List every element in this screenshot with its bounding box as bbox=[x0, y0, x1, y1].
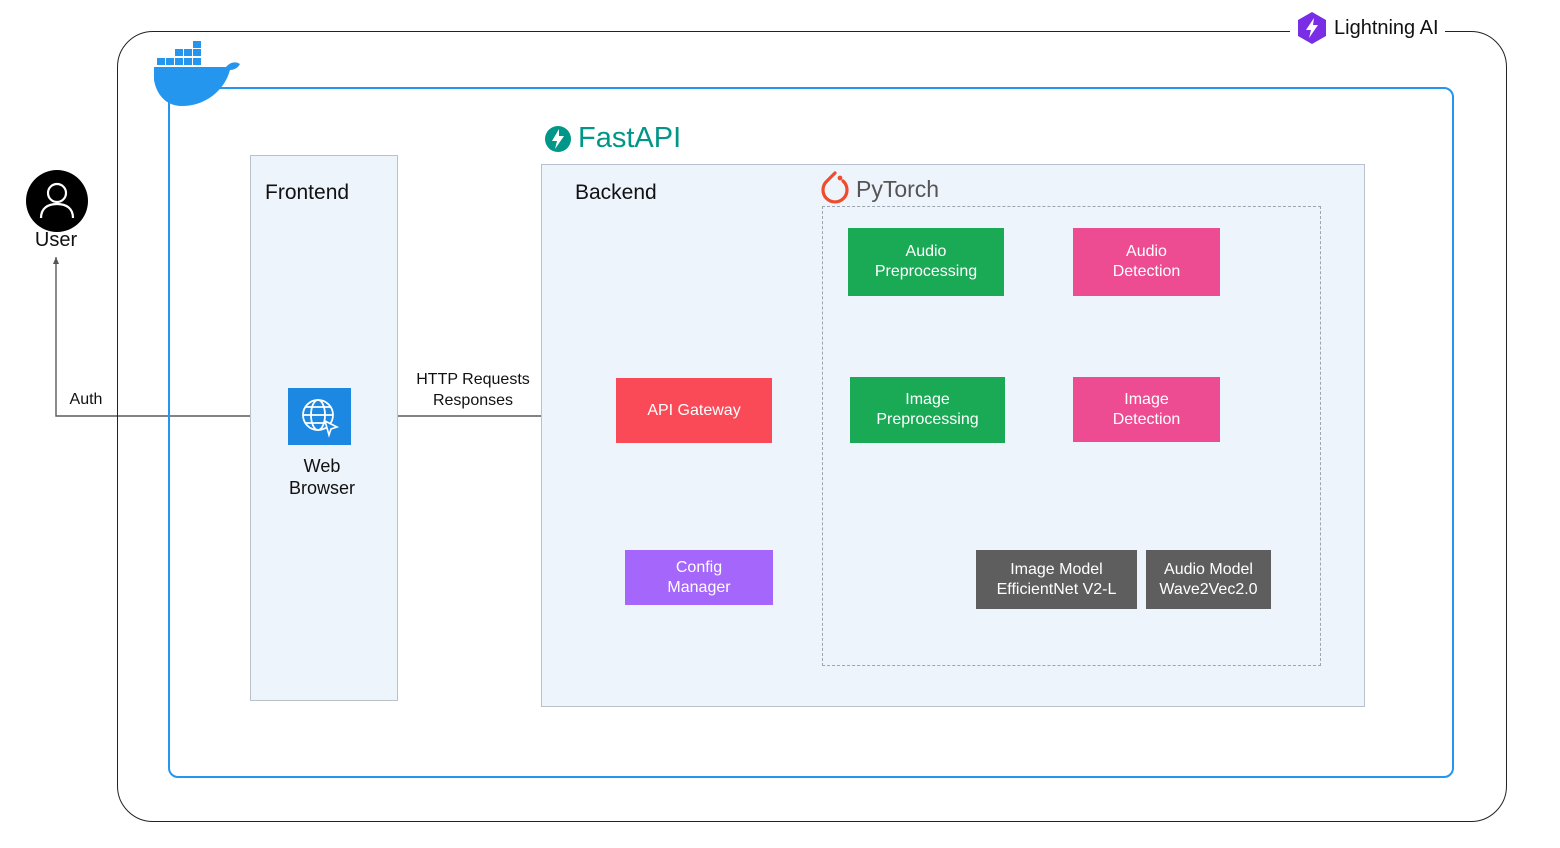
user-label: User bbox=[34, 229, 78, 251]
config-manager-node[interactable]: Config Manager bbox=[625, 550, 773, 605]
backend-title: Backend bbox=[575, 181, 657, 204]
lightning-ai-frame bbox=[117, 31, 1507, 822]
fastapi-logo-icon bbox=[545, 125, 571, 152]
pytorch-label: PyTorch bbox=[856, 175, 940, 202]
image-preprocessing-node[interactable]: Image Preprocessing bbox=[850, 377, 1005, 443]
pytorch-brand: PyTorch bbox=[818, 170, 939, 208]
fastapi-brand: FastAPI bbox=[544, 122, 681, 155]
auth-edge-label: Auth bbox=[69, 391, 103, 408]
fastapi-label: FastAPI bbox=[578, 122, 682, 154]
lightning-logo-icon bbox=[1298, 12, 1326, 44]
audio-preprocessing-node[interactable]: Audio Preprocessing bbox=[848, 228, 1004, 296]
audio-detection-node[interactable]: Audio Detection bbox=[1073, 228, 1220, 296]
image-detection-node[interactable]: Image Detection bbox=[1073, 377, 1220, 442]
auth-connector bbox=[53, 257, 294, 419]
audio-model-node[interactable]: Audio Model Wave2Vec2.0 bbox=[1146, 550, 1271, 609]
pytorch-frame bbox=[822, 206, 1321, 666]
user-icon bbox=[26, 170, 88, 232]
web-browser-node[interactable] bbox=[288, 388, 351, 445]
globe-cursor-icon bbox=[301, 398, 339, 438]
lightning-ai-label: Lightning AI bbox=[1334, 16, 1439, 39]
image-model-node[interactable]: Image Model EfficientNet V2-L bbox=[976, 550, 1137, 609]
lightning-ai-brand: Lightning AI bbox=[1290, 10, 1445, 46]
api-gateway-node[interactable]: API Gateway bbox=[616, 378, 772, 443]
docker-container-frame bbox=[168, 87, 1454, 778]
web-browser-label: Web Browser bbox=[288, 456, 355, 498]
http-edge-label: HTTP Requests Responses bbox=[416, 371, 530, 409]
docker-logo-icon bbox=[154, 41, 240, 106]
pytorch-logo-icon bbox=[821, 171, 849, 204]
frontend-title: Frontend bbox=[265, 181, 350, 204]
